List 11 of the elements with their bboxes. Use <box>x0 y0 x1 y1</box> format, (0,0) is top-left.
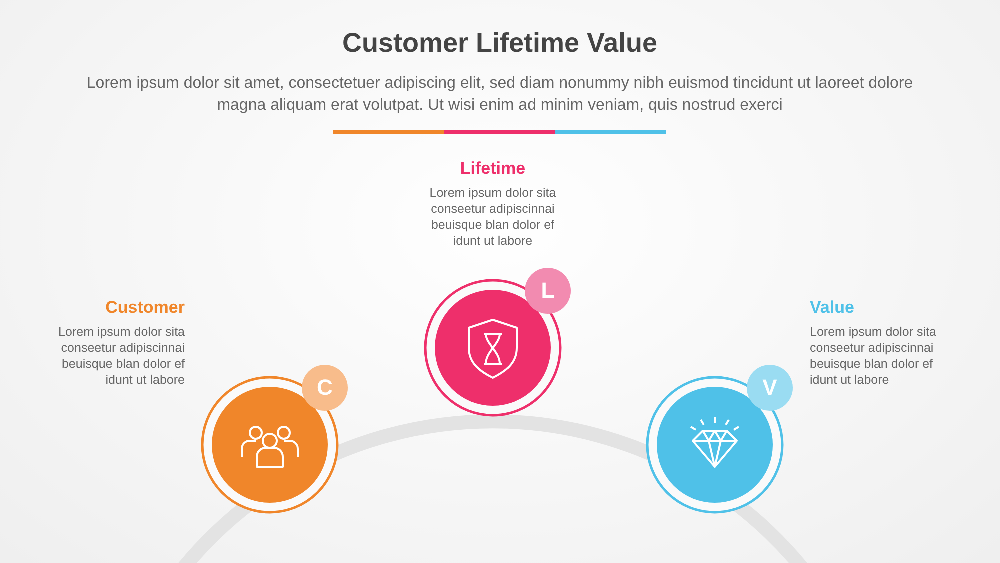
step-heading: Value <box>810 298 856 318</box>
step-description: Lorem ipsum dolor sita conseetur adipiscinnai beuisque blan dolor ef idunt ut labore <box>810 324 938 388</box>
subtitle-paragraph: Lorem ipsum dolor sit amet, consectetuer adipiscing elit, sed diam nonummy nibh euismod tincidunt ut laoreet dolore magna aliquam erat volutpat. Ut wisi enim ad minim veniam, quis nostrud exerci <box>86 74 914 116</box>
step-description: Lorem ipsum dolor sita conseetur adipiscinnai beuisque blan dolor ef idunt ut labore <box>428 185 558 249</box>
title: Customer Lifetime Value <box>341 28 659 59</box>
step-heading: Customer <box>104 298 185 318</box>
step-description: Lorem ipsum dolor sita conseetur adipiscinnai beuisque blan dolor ef idunt ut labore <box>58 324 185 388</box>
letter-badge: V <box>747 365 793 411</box>
step-heading: Lifetime <box>459 159 527 179</box>
letter-badge: L <box>525 268 571 314</box>
letter-badge: C <box>302 365 348 411</box>
